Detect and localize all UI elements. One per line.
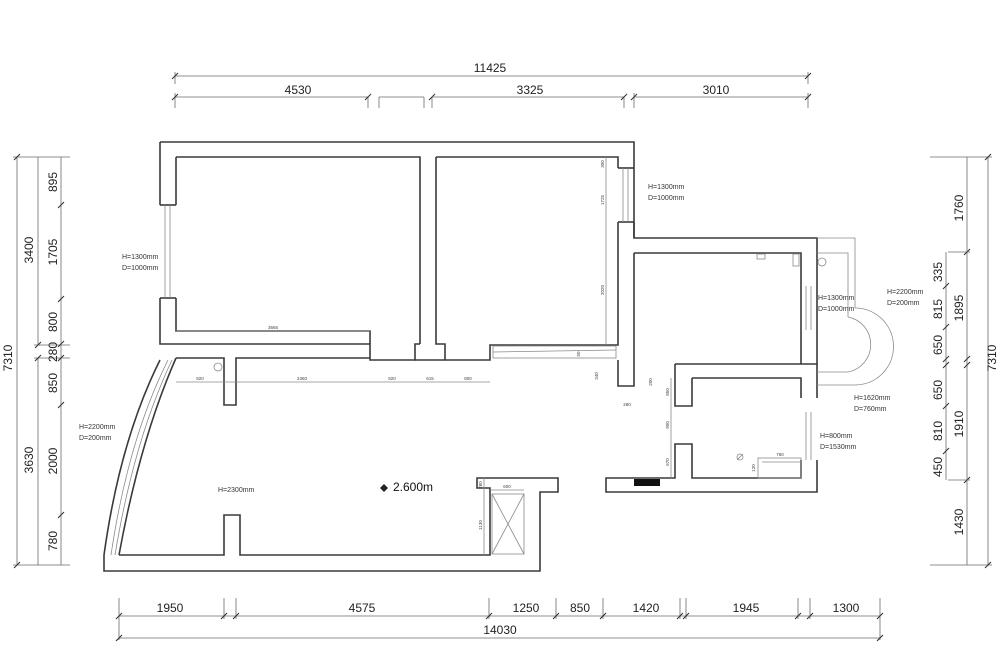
ceiling-height-label: 2.600m [393,480,433,494]
bay-window [817,237,894,386]
level-marker-icon [380,484,388,492]
ceiling-height-marker: 2.600m [380,480,433,494]
dim-interior: 760 [776,452,784,457]
dim-right-group: 1895 [952,294,966,321]
fixtures [213,253,802,555]
door-height-label: H=2200mm [887,289,924,296]
dim-right-seg: 650 [931,380,945,400]
dim-interior: 900 [665,421,670,429]
dim-right-group: 1430 [952,508,966,535]
opening-height-label: H=2300mm [218,487,255,494]
dim-top-seg-2: 3325 [517,83,544,97]
dim-bottom-seg: 1300 [833,601,860,615]
dim-interior: 2360 [297,376,308,381]
window-depth-label: D=1000mm [648,195,685,202]
dim-right-group: 1760 [952,194,966,221]
dim-interior: 280 [623,402,631,407]
right-dimension-chain: 7310 1760 1895 1910 1430 335 815 650 650… [930,153,999,569]
dim-interior: 920 [388,376,396,381]
window-height-label: H=800mm [820,433,853,440]
dim-interior: 50 [576,351,581,357]
dim-interior: 670 [665,458,670,466]
dim-interior: 615 [426,376,434,381]
dim-right-total: 7310 [985,344,999,371]
dim-left-seg: 2000 [46,447,60,474]
dim-interior: 2020 [600,284,605,295]
counter-block [634,479,660,486]
dim-right-group: 1910 [952,410,966,437]
dim-left-seg: 1705 [46,238,60,265]
dim-interior: 1725 [600,194,605,205]
window-height-label: H=1300mm [648,184,685,191]
dim-left-group-2: 3630 [22,446,36,473]
dim-bottom-seg: 1420 [633,601,660,615]
dim-interior: 300 [600,160,605,168]
window-height-label: H=1620mm [854,395,891,402]
dim-right-seg: 810 [931,421,945,441]
dim-interior: 1130 [478,520,483,530]
dim-interior: 340 [594,372,599,380]
door-depth-label: D=200mm [887,300,920,307]
top-dimension-chain: 11425 4530 3325 3010 [171,61,812,108]
column-marker [213,362,223,372]
dim-right-seg: 650 [931,335,945,355]
dim-interior: 800 [464,376,472,381]
dim-left-seg: 800 [46,312,60,332]
dim-left-seg: 780 [46,531,60,551]
dim-bottom-seg: 1945 [733,601,760,615]
dim-left-seg: 280 [46,342,60,362]
dim-top-total: 11425 [474,61,507,75]
dim-interior: 120 [751,464,756,472]
dim-left-group-1: 3400 [22,236,36,263]
window-depth-label: D=760mm [854,406,887,413]
window-height-label: H=2200mm [79,424,116,431]
dim-bottom-seg: 850 [570,601,590,615]
bottom-dimension-chain: 1950 4575 1250 850 1420 1945 1300 14030 [115,598,884,642]
dim-right-seg: 450 [931,457,945,477]
dim-bottom-seg: 4575 [349,601,376,615]
dim-right-seg: 815 [931,299,945,319]
dim-interior: 3665 [268,325,279,330]
dim-interior: 920 [196,376,204,381]
dim-top-seg-3: 3010 [703,83,730,97]
dim-bottom-seg: 1250 [513,601,540,615]
dim-interior: 280 [478,481,483,489]
interior-dimensions: 3665 920 2360 920 615 800 300 1725 2020 … [176,157,784,555]
window-height-label: H=1300mm [818,295,855,302]
left-dimension-chain: 7310 3400 3630 895 1705 800 280 850 2000… [1,153,70,569]
dim-left-seg: 895 [46,172,60,192]
dim-interior: 850 [665,388,670,396]
window-height-label: H=1300mm [122,254,159,261]
walls [103,141,818,572]
dim-interior: 600 [503,484,511,489]
window-depth-label: D=1530mm [820,444,857,451]
annotations: H=1300mm D=1000mm H=1300mm D=1000mm H=13… [79,184,924,494]
window-depth-label: D=200mm [79,435,112,442]
dim-left-total: 7310 [1,344,15,371]
dim-bottom-total: 14030 [483,623,517,637]
windows [110,168,812,556]
dim-bottom-seg: 1950 [157,601,184,615]
window-depth-label: D=1000mm [122,265,159,272]
dim-top-seg-1: 4530 [285,83,312,97]
dim-interior: 200 [648,378,653,386]
window-depth-label: D=1000mm [818,306,855,313]
dim-left-seg: 850 [46,373,60,393]
dim-right-seg: 335 [931,262,945,282]
